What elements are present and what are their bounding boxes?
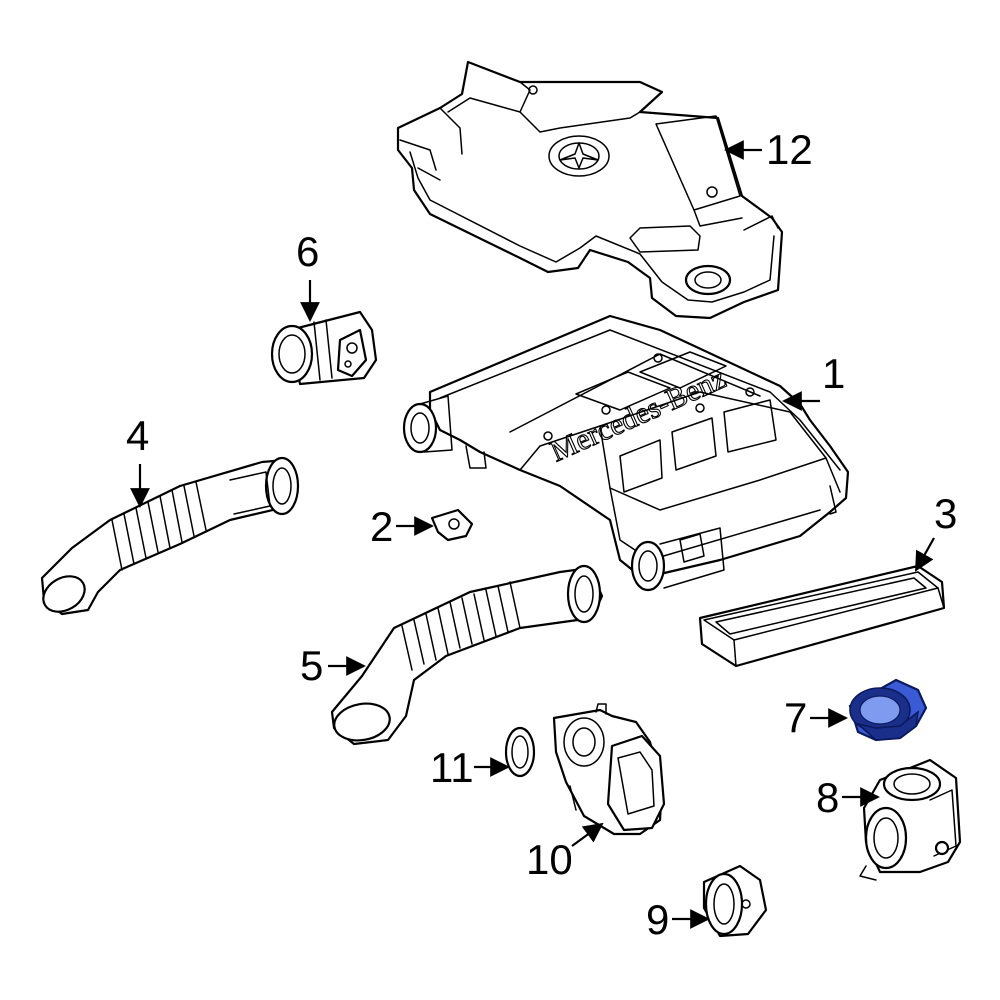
callout-2-label: 2 — [370, 503, 393, 550]
callout-9-label: 9 — [646, 896, 669, 943]
callout-3[interactable]: 3 — [915, 490, 957, 572]
callout-10-label: 10 — [526, 836, 573, 883]
callout-5[interactable]: 5 — [300, 642, 366, 689]
callout-9[interactable]: 9 — [646, 896, 710, 943]
part-7-seal-ring[interactable] — [848, 678, 928, 742]
part-10-throttle-body[interactable] — [552, 703, 666, 836]
callout-10-arrow — [571, 822, 604, 847]
callout-12-label: 12 — [766, 126, 813, 173]
callout-6[interactable]: 6 — [296, 228, 320, 322]
part-9-clamp-ring[interactable] — [702, 864, 768, 938]
part-6-air-flow-sensor[interactable] — [270, 310, 378, 386]
part-8-throttle-adapter[interactable] — [859, 758, 962, 881]
callout-11[interactable]: 11 — [430, 744, 510, 791]
part-3-air-filter-element[interactable] — [698, 564, 946, 668]
part-12-engine-cover[interactable] — [396, 60, 784, 320]
callout-2[interactable]: 2 — [370, 503, 434, 550]
part-11-gasket[interactable] — [504, 726, 536, 778]
part-1-air-filter-housing[interactable]: Mercedes-Benz — [402, 314, 850, 592]
callout-7[interactable]: 7 — [784, 694, 848, 741]
callout-7-label: 7 — [784, 694, 807, 741]
callout-6-label: 6 — [296, 228, 319, 275]
callout-4-label: 4 — [126, 412, 149, 459]
part-5-intake-hose[interactable] — [330, 564, 604, 746]
callout-5-label: 5 — [300, 642, 323, 689]
callout-3-label: 3 — [934, 490, 957, 537]
callout-10[interactable]: 10 — [526, 822, 604, 883]
callout-12[interactable]: 12 — [724, 126, 813, 173]
callout-8-label: 8 — [816, 774, 839, 821]
callout-1-label: 1 — [822, 350, 845, 397]
callout-3-arrow — [915, 537, 935, 572]
callout-8[interactable]: 8 — [816, 774, 880, 821]
part-2-clip[interactable] — [430, 508, 474, 542]
part-4-intake-hose[interactable] — [37, 456, 300, 619]
callout-4[interactable]: 4 — [126, 412, 150, 508]
callout-11-label: 11 — [430, 744, 474, 791]
callout-1[interactable]: 1 — [782, 350, 845, 411]
